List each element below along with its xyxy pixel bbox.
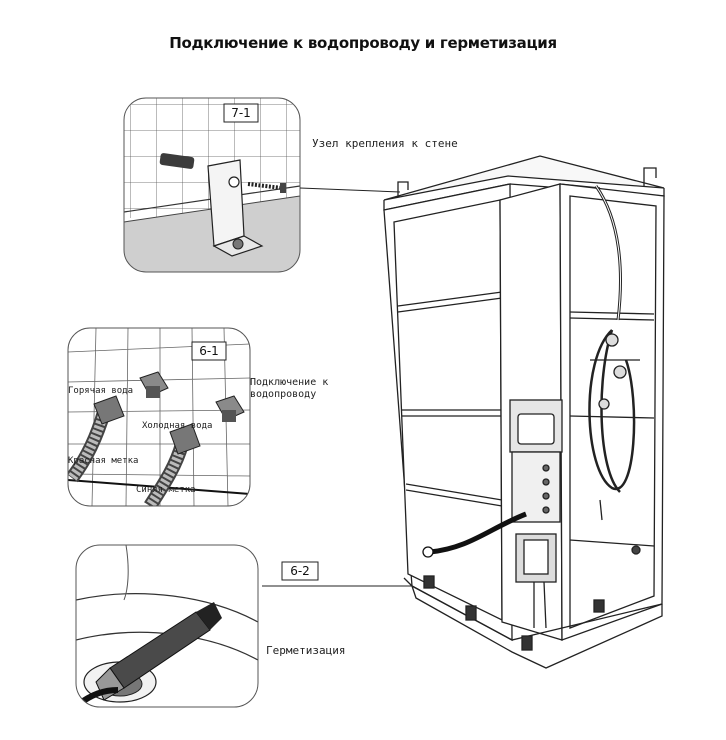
sealing-inset [75,544,319,708]
diagram-title: Подключение к водопроводу и герметизация [169,34,557,52]
control-unit [509,399,563,523]
hot-water-fitting [139,371,169,398]
power-box [515,533,557,629]
water-connection-tag: 6-1 [199,344,219,358]
blue-mark-label: Синяя метка [136,485,196,495]
water-connection-inset [67,327,251,507]
hot-water-label: Горячая вода [68,386,134,396]
cold-water-label: Холодная вода [142,421,213,431]
sealing-tag: 6-2 [290,564,310,578]
hot-water-hose [68,395,125,483]
red-mark-label: Красная метка [68,456,139,466]
mount-bracket [207,159,264,257]
sealing-label: Герметизация [266,644,346,657]
leader-lines [262,187,424,587]
cold-water-hose [144,423,201,506]
wall-mount-tag: 7-1 [231,106,251,120]
wall-dowel [159,153,195,169]
shower-cabin [383,155,665,669]
wall-mount-inset [123,97,301,273]
wall-mount-label: Узел крепления к стене [312,137,458,150]
water-connection-label: Подключение к водопроводу [250,377,329,400]
mount-screw [247,182,286,193]
cold-water-fitting [215,395,245,422]
